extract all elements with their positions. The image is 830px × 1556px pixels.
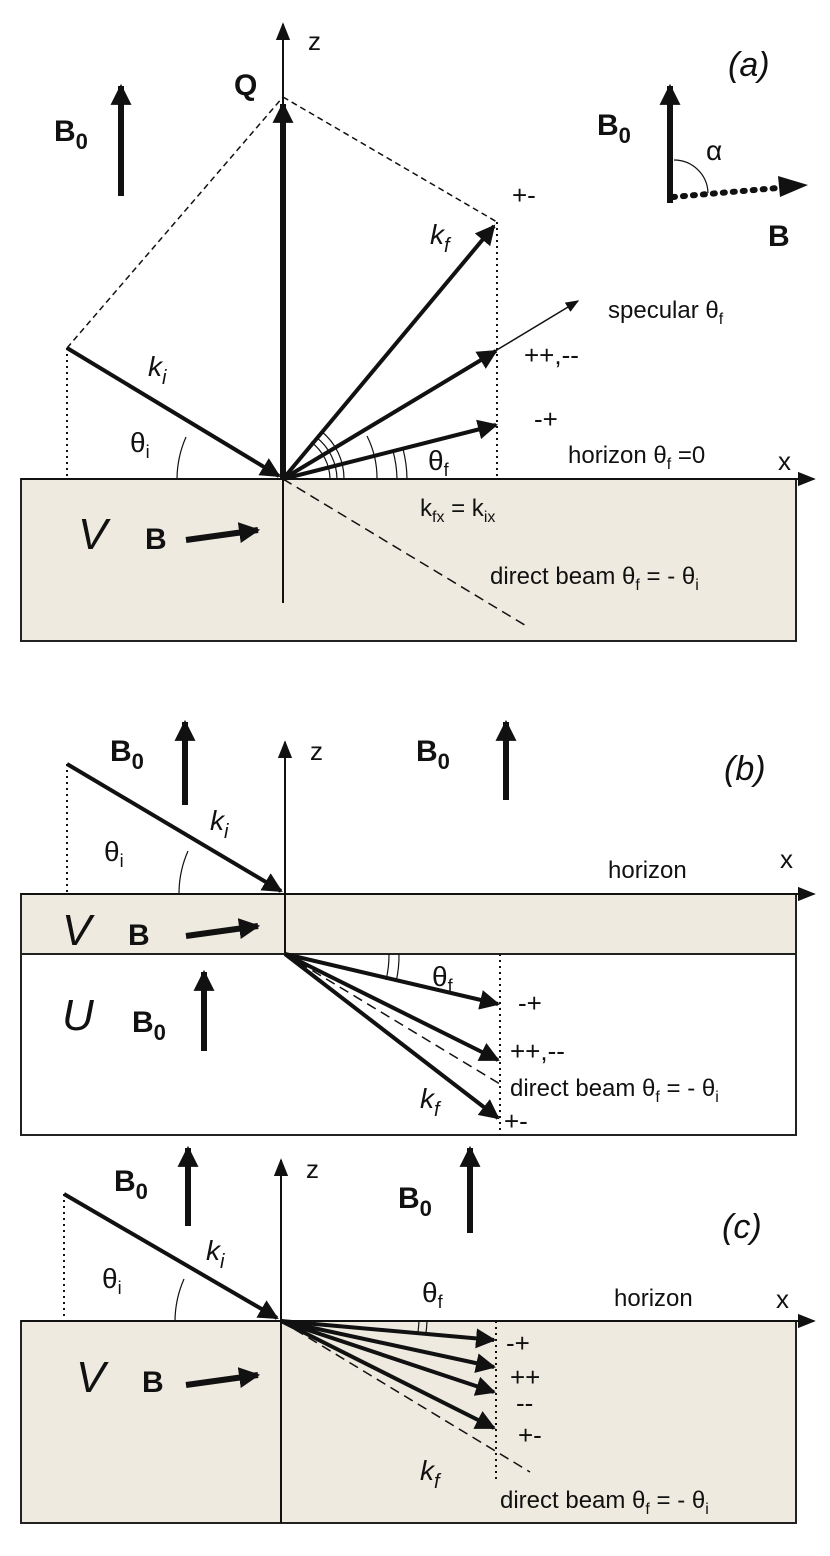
- kf-vector-ppmm-a: [281, 349, 498, 481]
- theta-i-arc-a: [176, 436, 187, 480]
- mp-label-a: -+: [534, 404, 558, 434]
- panel-b: (b) z x B0 B0 ki θi horizon V B U B0 θf …: [20, 719, 816, 1136]
- v-label-c: V: [76, 1353, 109, 1402]
- kf-vector-mp-a: [282, 419, 498, 481]
- kf-vector-pm-c: [280, 1319, 496, 1430]
- kf-vector-pp-c: [280, 1319, 496, 1373]
- b0-label-left-b: B0: [110, 735, 144, 774]
- b0-label-right-b: B0: [416, 735, 450, 774]
- b-arrow-medium-a: [185, 522, 261, 544]
- x-label-b: x: [780, 844, 793, 874]
- direct-beam-line-c: [280, 1320, 531, 1473]
- b-label-medium-b: B: [128, 919, 150, 952]
- alpha-label: α: [706, 135, 722, 166]
- horizon-label-b: horizon: [608, 857, 687, 884]
- b-label-medium-a: B: [145, 523, 167, 556]
- panel-tag-c: (c): [722, 1208, 762, 1246]
- theta-f-arc-a1: [392, 450, 398, 480]
- b0-label-u: B0: [132, 1006, 166, 1045]
- ppmm-label-b: ++,--: [510, 1036, 565, 1066]
- panel-c: (c) z x B0 B0 ki θi θf horizon V B -+ ++…: [20, 1145, 816, 1524]
- panel-a: (a) z x Q B0 B0 α B +- kf specular θf ++…: [20, 22, 816, 642]
- b-arrow-medium-b: [185, 918, 261, 940]
- q-label: Q: [234, 69, 257, 102]
- theta-i-label-a: θi: [130, 427, 150, 462]
- theta-f-label-b: θf: [432, 961, 454, 996]
- ki-label-b: ki: [210, 805, 229, 843]
- b-label-right-a: B: [768, 220, 790, 253]
- b-dotted-arrowhead-a: [778, 176, 808, 197]
- b0-label-right-a: B0: [597, 109, 631, 148]
- direct-beam-label-c: direct beam θf = - θi: [500, 1487, 709, 1518]
- theta-f-arc-a4: [320, 430, 345, 480]
- kf-vector-mp-c: [280, 1319, 496, 1349]
- horizon-label-a: horizon θf =0: [568, 442, 705, 473]
- theta-i-label-c: θi: [102, 1263, 122, 1298]
- kf-vector-mp-b: [284, 952, 500, 1010]
- kf-vector-mm-c: [280, 1319, 496, 1396]
- mm-label-c: --: [516, 1388, 533, 1418]
- pm-label-a: +-: [512, 180, 536, 210]
- v-label-a: V: [78, 510, 111, 559]
- b0-label-left-c: B0: [114, 1165, 148, 1204]
- specular-label: specular θf: [608, 297, 724, 328]
- x-label-c: x: [776, 1284, 789, 1314]
- x-label-a: x: [778, 446, 791, 476]
- kf-label-a: kf: [430, 219, 452, 257]
- ppmm-label-a: ++,--: [524, 340, 579, 370]
- kfx-label: kfx = kix: [420, 495, 495, 526]
- ki-label-a: ki: [148, 351, 167, 389]
- theta-f-arc-b1: [385, 953, 390, 981]
- pm-label-c: +-: [518, 1420, 542, 1450]
- v-label-b: V: [62, 906, 95, 955]
- dashed-q-kf: [282, 96, 498, 223]
- theta-i-arc-c: [174, 1278, 185, 1322]
- pp-label-c: ++: [510, 1362, 540, 1392]
- medium-v-b: [20, 893, 797, 955]
- kf-vector-ppmm-b: [284, 952, 500, 1062]
- horizon-label-c: horizon: [614, 1285, 693, 1312]
- panel-tag-b: (b): [724, 750, 766, 788]
- mp-label-c: -+: [506, 1328, 530, 1358]
- kf-vector-pm-a: [281, 224, 496, 481]
- ki-vector-a: [65, 346, 281, 478]
- theta-f-arc-a5: [315, 436, 338, 480]
- kf-label-b: kf: [420, 1083, 442, 1121]
- theta-f-label-c: θf: [422, 1277, 444, 1312]
- ki-vector-c: [62, 1192, 279, 1320]
- medium-v-a: [20, 478, 797, 642]
- panel-tag-a: (a): [728, 46, 770, 84]
- theta-i-arc-b: [178, 850, 189, 895]
- alpha-arc: [673, 159, 709, 194]
- theta-f-label-a: θf: [428, 445, 450, 480]
- medium-v-c: [20, 1320, 797, 1524]
- direct-beam-label-a: direct beam θf = - θi: [490, 563, 699, 594]
- kf-label-c: kf: [420, 1455, 442, 1493]
- dashed-ki-q: [66, 96, 284, 349]
- z-label-a: z: [308, 26, 321, 56]
- z-label-c: z: [306, 1154, 319, 1184]
- u-label: U: [62, 991, 94, 1040]
- ki-vector-b: [65, 762, 283, 893]
- b0-label-left-a: B0: [54, 115, 88, 154]
- b0-label-right-c: B0: [398, 1182, 432, 1221]
- kf-vector-pm-b: [283, 952, 500, 1120]
- theta-i-label-b: θi: [104, 836, 124, 871]
- ki-label-c: ki: [206, 1235, 225, 1273]
- b-arrow-medium-c: [185, 1367, 261, 1389]
- z-label-b: z: [310, 736, 323, 766]
- theta-f-arc-a2: [402, 448, 408, 480]
- direct-beam-line-b: [284, 953, 501, 1085]
- pm-label-b: +-: [504, 1106, 528, 1136]
- mp-label-b: -+: [518, 988, 542, 1018]
- b-label-medium-c: B: [142, 1366, 164, 1399]
- direct-beam-label-b: direct beam θf = - θi: [510, 1075, 719, 1106]
